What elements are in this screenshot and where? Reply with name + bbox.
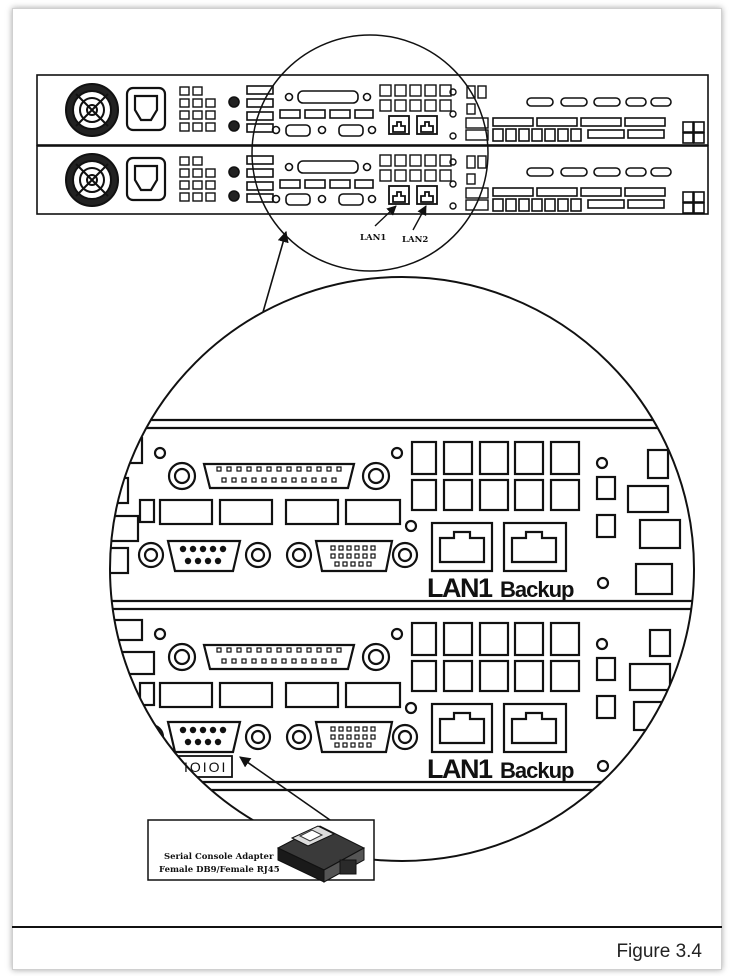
zoomed-panel-view: LAN1 Backup LAN1 Backup IOIOI <box>109 276 695 862</box>
backup-port-lower <box>502 702 568 754</box>
console-db9-port <box>166 720 242 754</box>
console-port-marking: IOIOI <box>184 759 227 775</box>
power-inlet-icon <box>125 86 167 132</box>
zoom-bottom-lan1-label: LAN1 <box>427 754 493 784</box>
fan-icon <box>65 153 119 207</box>
lan1-port-upper <box>430 521 494 573</box>
adapter-label-line1: Serial Console Adapter <box>164 852 274 862</box>
serial-port-icon <box>271 90 377 206</box>
fan-icon <box>65 83 119 137</box>
upper-panel-ports <box>110 436 682 596</box>
zoom-top-lan1-label: LAN1 <box>427 573 493 603</box>
vent-grid-icon <box>179 86 216 202</box>
lan2-pointer-arrow <box>412 205 427 231</box>
appliance-bottom-panel <box>36 145 709 215</box>
small-lan1-label: LAN1 <box>360 233 386 243</box>
ethernet-port-icon <box>388 115 438 205</box>
console-adapter-arrow <box>239 756 331 821</box>
backup-port-upper <box>502 521 568 573</box>
appliance-rear-panels <box>36 74 709 215</box>
caption-divider <box>12 926 722 928</box>
magnifier-circle-small <box>251 34 489 272</box>
power-inlet-icon <box>125 156 167 202</box>
slot-grid-icon <box>379 84 489 211</box>
zoom-double-arrow <box>256 230 289 328</box>
lan1-pointer-arrow <box>374 205 397 227</box>
zoom-bottom-backup-label: Backup <box>500 758 574 783</box>
adapter-label-line2: Female DB9/Female RJ45 <box>159 865 280 875</box>
expansion-slots-icon <box>492 97 705 214</box>
appliance-top-panel <box>36 74 709 146</box>
figure-caption: Figure 3.4 <box>616 941 702 962</box>
magnifier-circle-large <box>109 276 695 862</box>
port-cluster-icon <box>228 85 274 203</box>
lan1-port-lower <box>430 702 494 754</box>
zoom-top-backup-label: Backup <box>500 577 574 602</box>
small-lan2-label: LAN2 <box>402 235 428 245</box>
serial-adapter-illustration-icon <box>276 825 366 883</box>
